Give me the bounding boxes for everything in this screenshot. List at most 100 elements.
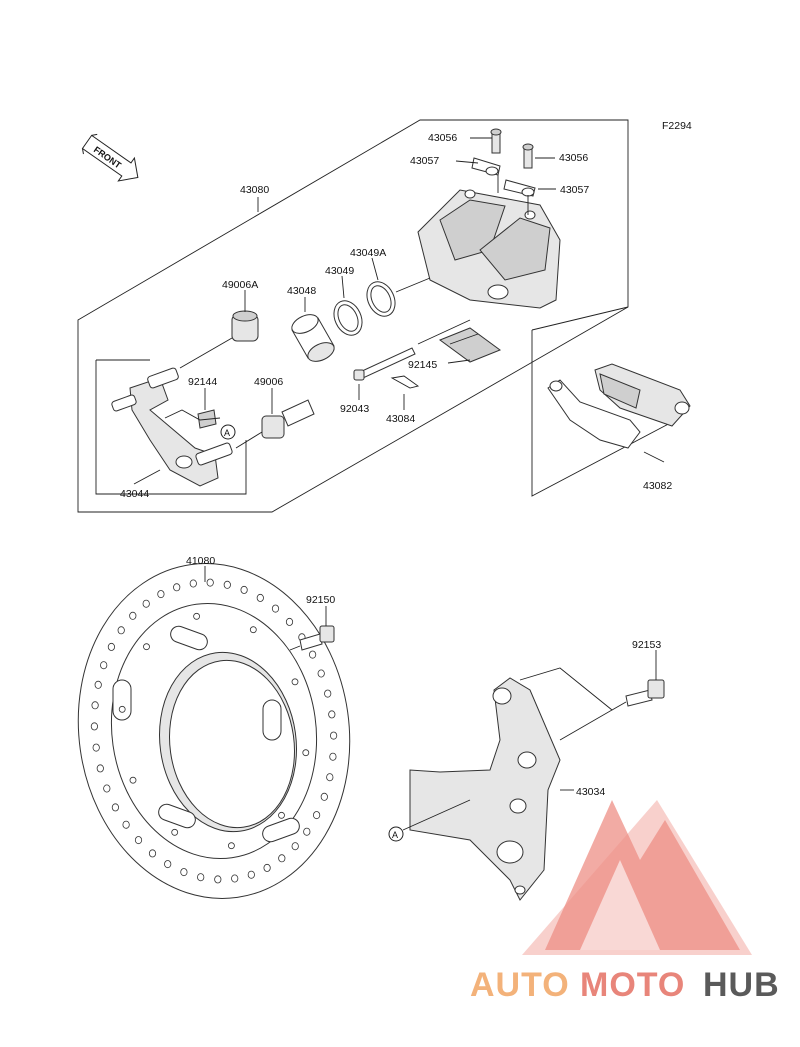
disc-vent-hole [94,680,102,689]
watermark-hub: HUB [703,966,780,1004]
bleed-valve-right [522,143,534,169]
disc-inner-hole [143,643,150,651]
svg-text:A: A [392,830,398,840]
disc-vent-hole [263,863,271,872]
disc-vent-hole [103,784,111,793]
disc-vent-hole [329,731,338,740]
disc-vent-hole [122,820,130,829]
label-43057-right: 43057 [560,184,589,196]
disc-vent-hole [157,590,165,599]
disc-vent-hole [271,604,280,613]
disc-vent-hole [324,689,332,698]
cap-left [471,157,501,176]
leader-92145 [447,359,471,364]
ref-marker-a-upper: A [220,424,236,440]
label-92144: 92144 [188,376,217,388]
watermark-auto: AUTO [470,966,570,1004]
disc-vent-hole [285,617,294,626]
leader-43044 [133,469,161,485]
disc-vent-hole [129,611,137,620]
disc-vent-hole [256,593,264,602]
label-43049A: 43049A [350,247,386,259]
disc-vent-hole [92,743,100,752]
disc-vent-hole [96,764,104,773]
figure-code: F2294 [662,120,692,132]
slide-pin-49006 [261,399,315,439]
disc-vent-hole [247,870,255,879]
leader-43082 [643,451,665,463]
label-92150: 92150 [306,594,335,606]
pad-spring-92145 [438,327,502,363]
disc-vent-hole [173,583,181,592]
label-43057-left: 43057 [410,155,439,167]
watermark-moto: MOTO [580,966,685,1004]
disc-vent-hole [180,868,188,877]
front-arrow-icon: FRONT [81,133,139,182]
pad-pin-92043 [353,347,416,381]
disc-vent-hole [91,701,99,710]
label-92145: 92145 [408,359,437,371]
caliper-body [417,189,561,309]
disc-vent-hole [142,599,150,608]
disc-vent-hole [111,803,120,812]
disc-vent-hole [164,860,172,869]
caliper-mount-bracket [409,677,561,901]
disc-vent-hole [197,873,205,882]
label-49006: 49006 [254,376,283,388]
label-92153: 92153 [632,639,661,651]
label-43082: 43082 [643,480,672,492]
leader-43049 [341,275,345,299]
bleed-valve-left [490,128,502,154]
label-92043: 92043 [340,403,369,415]
disc-vent-hole [317,669,325,678]
automotohub-logo: AUTO MOTO HUB [470,800,780,1004]
piston [291,314,335,362]
disc-bolt-92150 [299,625,335,651]
disc-inner-hole [291,678,299,686]
leader-43049A [371,257,379,281]
disc-vent-hole [231,874,239,883]
disc-vent-hole [214,875,222,884]
disc-vent-hole [148,849,157,858]
disc-inner-hole [118,705,126,713]
brake-disc [77,563,351,899]
disc-inner-hole [249,626,257,634]
disc-vent-hole [303,827,311,836]
label-43084: 43084 [386,413,415,425]
disc-vent-hole [278,854,286,863]
disc-vent-hole [312,811,321,820]
label-43056-right: 43056 [559,152,588,164]
label-43080: 43080 [240,184,269,196]
disc-vent-hole [90,722,99,731]
disc-inner-hole [129,776,137,784]
boot-49006A [231,310,259,342]
leader-43057a [455,160,479,164]
disc-inner-hole [227,842,235,850]
caliper-bracket [111,367,233,487]
svg-text:A: A [224,428,230,438]
pin-clip-43084 [390,375,420,389]
bracket-group-outline [95,359,247,495]
disc-vent-hole [308,650,317,659]
bracket-bolt-92153 [625,679,665,707]
disc-vent-hole [223,580,231,589]
disc-vent-hole [134,836,143,845]
disc-vent-hole [107,642,116,651]
disc-vent-hole [320,792,328,801]
disc-vent-hole [326,773,334,782]
disc-vent-hole [329,752,337,761]
label-43048: 43048 [287,285,316,297]
disc-vent-hole [291,842,299,851]
disc-inner-hole [278,811,285,819]
label-43049: 43049 [325,265,354,277]
disc-vent-hole [240,585,248,594]
disc-vent-hole [100,661,108,670]
disc-inner-hole [302,749,310,757]
disc-vent-hole [328,710,336,719]
label-49006A: 49006A [222,279,258,291]
disc-vent-hole [117,626,125,635]
brake-pads [547,363,691,449]
disc-vent-hole [206,578,214,587]
